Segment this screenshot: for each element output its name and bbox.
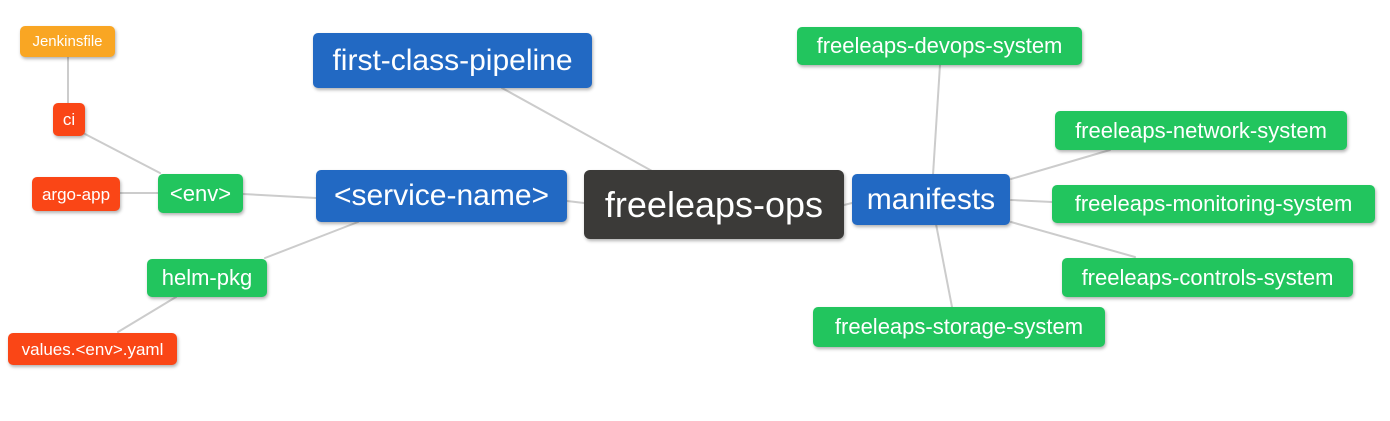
node-freeleaps-devops-system[interactable]: freeleaps-devops-system [797,27,1082,65]
node-freeleaps-monitoring-system[interactable]: freeleaps-monitoring-system [1052,185,1375,223]
edge-env-service-name [242,193,317,199]
edge-helm-pkg-values [117,296,177,333]
node-ci[interactable]: ci [53,103,85,136]
node-values-env-yaml[interactable]: values.<env>.yaml [8,333,177,365]
edge-service-name-helm-pkg [264,221,359,259]
node-freeleaps-network-system[interactable]: freeleaps-network-system [1055,111,1347,150]
edge-manifests-monitoring [1010,199,1053,203]
edge-manifests-devops [932,64,941,176]
edge-ci-env [84,133,161,174]
node-freeleaps-controls-system[interactable]: freeleaps-controls-system [1062,258,1353,297]
node-argo-app[interactable]: argo-app [32,177,120,211]
node-service-name[interactable]: <service-name> [316,170,567,222]
node-jenkinsfile[interactable]: Jenkinsfile [20,26,115,57]
node-first-class-pipeline[interactable]: first-class-pipeline [313,33,592,88]
node-manifests[interactable]: manifests [852,174,1010,225]
edge-pipeline-freeleaps-ops [501,87,653,172]
node-freeleaps-storage-system[interactable]: freeleaps-storage-system [813,307,1105,347]
edge-manifests-controls [1010,221,1136,258]
edge-manifests-storage [935,223,953,308]
node-env[interactable]: <env> [158,174,243,213]
edge-service-name-ops [566,200,585,204]
edge-ops-manifests [843,202,853,206]
node-helm-pkg[interactable]: helm-pkg [147,259,267,297]
node-freeleaps-ops[interactable]: freeleaps-ops [584,170,844,239]
edge-manifests-network [1010,149,1111,180]
